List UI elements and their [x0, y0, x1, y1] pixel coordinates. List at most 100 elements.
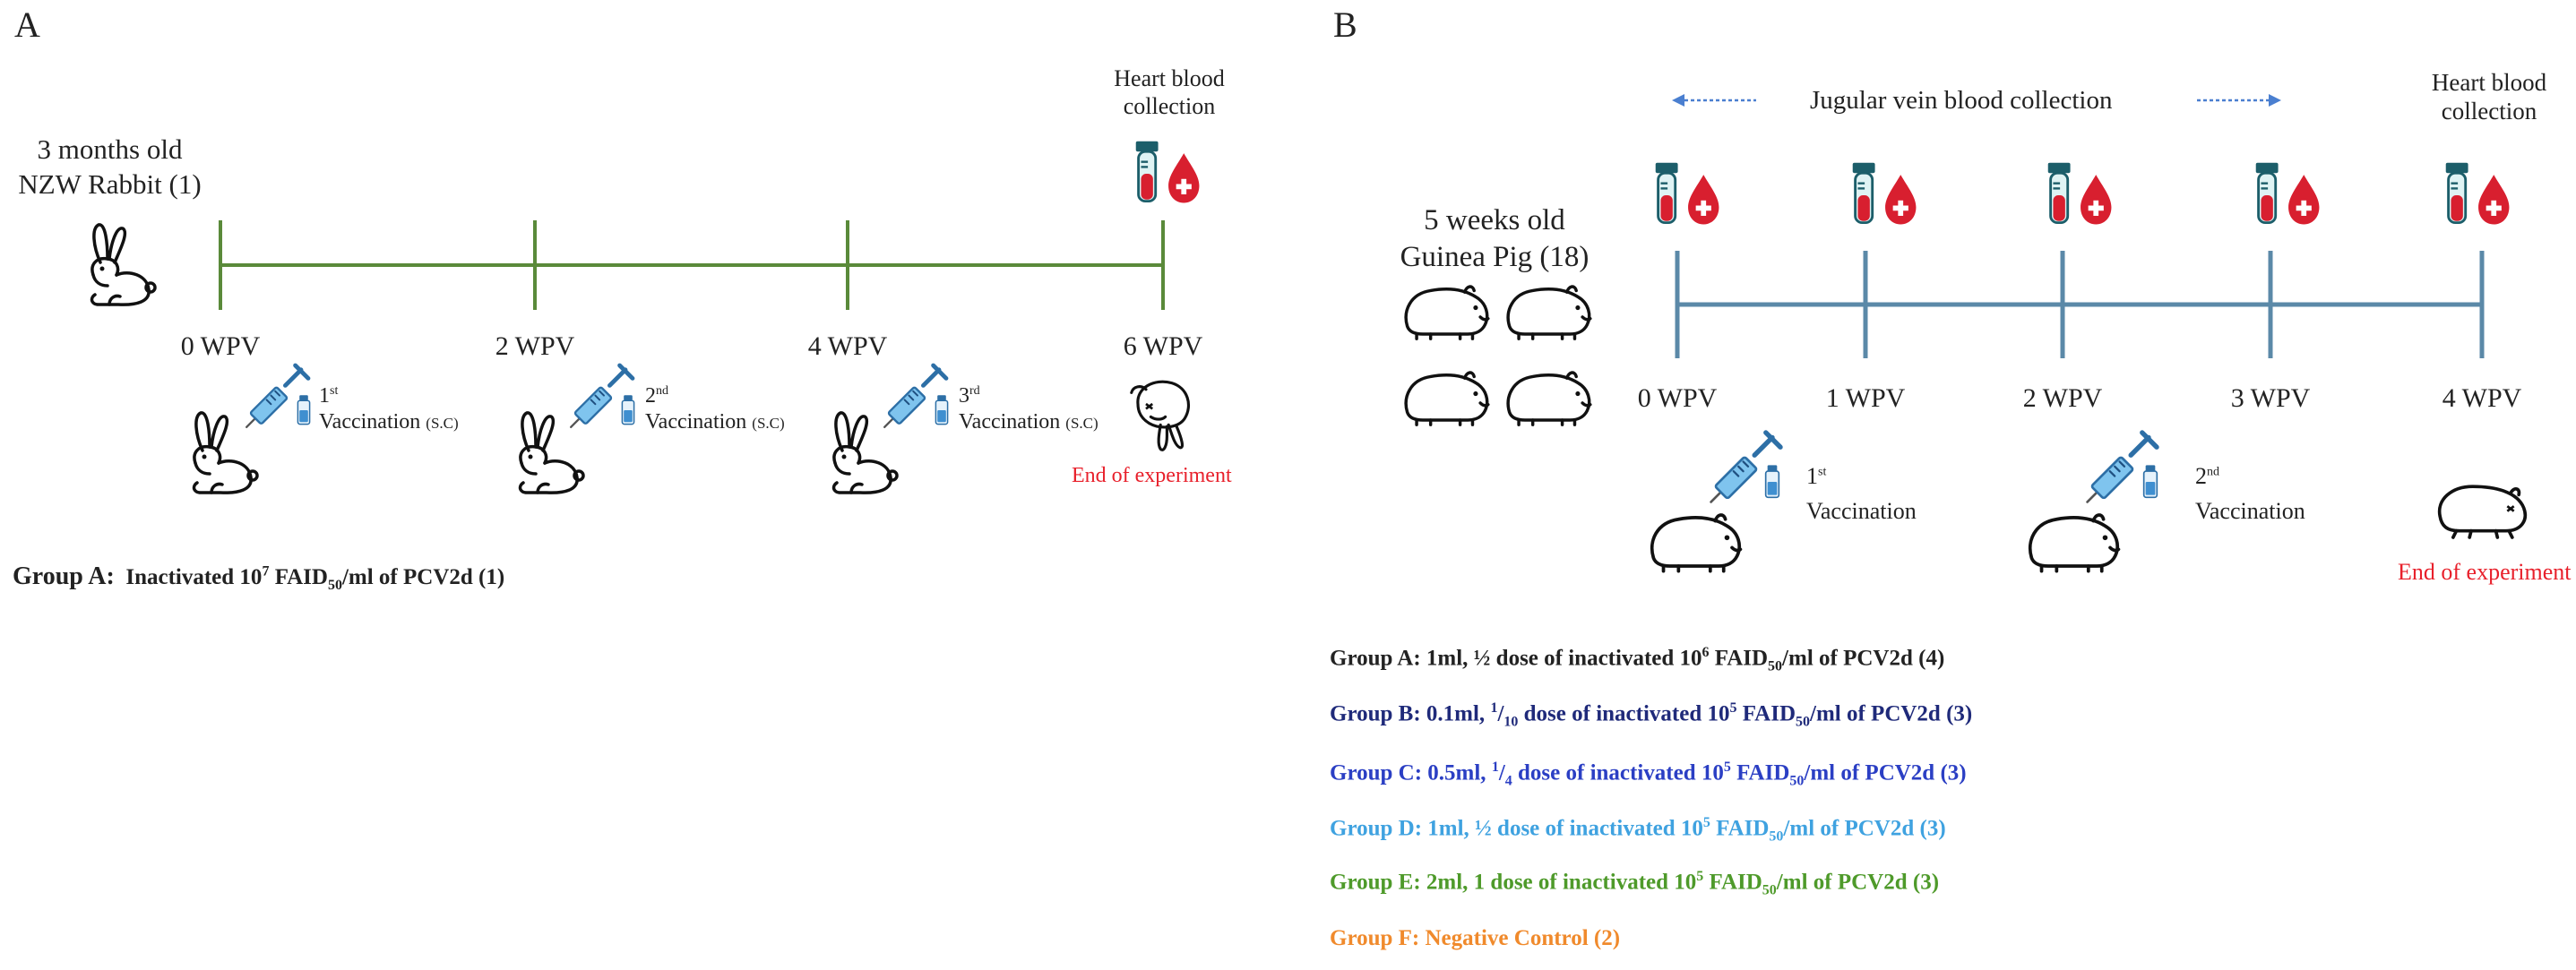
tick-label-1: 2 WPV — [495, 331, 575, 361]
group-prefix: Group E: — [1330, 870, 1426, 895]
group-text: dose of inactivated 10 — [1512, 760, 1724, 785]
group-exponent: 7 — [262, 563, 270, 579]
group-text: FAID — [1710, 816, 1770, 841]
right-dashed-arrow — [2197, 94, 2281, 107]
guinea-pig-icon — [1645, 507, 1745, 575]
jugular-label: Jugular vein blood collection — [1810, 86, 2113, 115]
group-text: /ml of PCV2d (1) — [341, 565, 505, 589]
group-text: /ml of PCV2d (4) — [1782, 646, 1945, 671]
group-text: 1ml, ½ dose of inactivated 10 — [1427, 816, 1703, 841]
group-text: /ml of PCV2d (3) — [1804, 760, 1967, 785]
vaccination-ordinal-suffix: st — [330, 384, 339, 398]
panel-b-group-f: Group F: Negative Control (2) — [1330, 926, 1620, 951]
panel-b-group-b: Group B: 0.1ml, 1/10 dose of inactivated… — [1330, 700, 1973, 730]
tick-label-4: 4 WPV — [2442, 383, 2522, 413]
tick-label-3: 6 WPV — [1123, 331, 1203, 361]
fraction-denominator: 4 — [1504, 773, 1512, 789]
fraction-numerator: 1 — [1490, 700, 1498, 716]
group-exponent: 5 — [1696, 869, 1704, 884]
panel-a-timeline — [219, 220, 1165, 310]
group-subscript: 50 — [1796, 714, 1811, 730]
group-prefix: Group F: — [1330, 926, 1426, 950]
vaccination-ordinal: 1 — [319, 384, 330, 408]
group-text: 1ml, ½ dose of inactivated 10 — [1426, 646, 1702, 671]
panel-b-heart-label: Heart blood collection — [2399, 68, 2576, 126]
end-of-experiment-label: End of experiment — [2398, 559, 2572, 585]
vial-icon — [296, 394, 312, 426]
vial-icon — [1763, 464, 1781, 500]
group-subscript: 50 — [1768, 658, 1783, 674]
heart-line-1: Heart blood — [1114, 65, 1225, 91]
group-text: FAID — [1736, 701, 1796, 726]
panel-b-group-a: Group A: 1ml, ½ dose of inactivated 106 … — [1330, 645, 1944, 674]
vaccination-ordinal: 3 — [959, 384, 969, 408]
panel-b-subject-label: 5 weeks old Guinea Pig (18) — [1387, 202, 1602, 277]
group-text: 0.1ml, — [1426, 701, 1491, 726]
vaccination-ordinal: 2 — [2195, 463, 2207, 489]
guinea-pig-icon — [1400, 365, 1493, 428]
guinea-pig-icon — [1502, 279, 1595, 342]
vaccination-ordinal-suffix: nd — [2207, 465, 2219, 479]
group-prefix: Group A: — [13, 562, 115, 590]
blood-collection-icon — [2043, 158, 2120, 235]
panel-b-timeline — [1675, 251, 2485, 358]
group-text: dose of inactivated 10 — [1518, 701, 1730, 726]
group-subscript: 50 — [1762, 882, 1777, 898]
vaccination-route: (S.C) — [752, 414, 785, 432]
dead-rabbit-icon — [1122, 367, 1202, 457]
tick-label-2: 4 WPV — [807, 331, 888, 361]
subject-line-1: 3 months old — [37, 133, 183, 165]
vaccination-ordinal-suffix: rd — [969, 384, 980, 398]
panel-b-letter: B — [1333, 4, 1357, 45]
heart-line-2: collection — [2441, 98, 2537, 125]
vaccination-label: 3rd Vaccination (S.C) — [959, 383, 1098, 435]
vaccination-ordinal-suffix: nd — [656, 384, 668, 398]
blood-collection-icon — [2251, 158, 2328, 235]
vial-icon — [2141, 464, 2159, 500]
group-subscript: 50 — [1769, 828, 1784, 845]
end-of-experiment-label: End of experiment — [1072, 464, 1232, 487]
dead-guinea-pig-icon — [2432, 475, 2530, 541]
panel-b-group-e: Group E: 2ml, 1 dose of inactivated 105 … — [1330, 869, 1939, 898]
panel-a-subject-label: 3 months old NZW Rabbit (1) — [9, 133, 211, 202]
group-prefix: Group C: — [1330, 760, 1428, 785]
group-exponent: 5 — [1729, 700, 1737, 716]
fraction-numerator: 1 — [1491, 760, 1499, 775]
group-text: 2ml, 1 dose of inactivated 10 — [1426, 870, 1697, 895]
vaccination-ordinal-suffix: st — [1818, 465, 1827, 479]
vaccination-text: Vaccination — [1806, 498, 1917, 525]
group-exponent: 5 — [1723, 760, 1731, 775]
group-text: /ml of PCV2d (3) — [1776, 870, 1940, 895]
panel-a-heart-label: Heart blood collection — [1080, 64, 1259, 120]
group-text: FAID — [269, 565, 328, 589]
heart-line-2: collection — [1123, 93, 1216, 120]
tick-label-0: 0 WPV — [1637, 383, 1718, 413]
tick-label-2: 2 WPV — [2022, 383, 2103, 413]
tick-label-1: 1 WPV — [1825, 383, 1906, 413]
group-text: Inactivated 10 — [125, 565, 263, 589]
vaccination-label: 2nd Vaccination (S.C) — [645, 383, 785, 435]
blood-collection-icon — [1848, 158, 1925, 235]
guinea-pig-icon — [1400, 279, 1493, 342]
vaccination-ordinal: 1 — [1806, 463, 1818, 489]
guinea-pig-icon — [1502, 365, 1595, 428]
group-text: FAID — [1730, 760, 1790, 785]
vial-icon — [620, 394, 636, 426]
vaccination-ordinal: 2 — [645, 384, 656, 408]
fraction-denominator: 10 — [1503, 714, 1519, 730]
vaccination-label: 2nd Vaccination — [2195, 462, 2305, 525]
guinea-pig-icon — [2023, 507, 2124, 575]
left-dashed-arrow — [1672, 94, 1756, 107]
subject-line-2: Guinea Pig (18) — [1400, 241, 1590, 274]
panel-b-group-c: Group C: 0.5ml, 1/4 dose of inactivated … — [1330, 760, 1967, 789]
blood-collection-icon — [1650, 158, 1727, 235]
group-text: 0.5ml, — [1427, 760, 1492, 785]
vaccination-label: 1st Vaccination — [1806, 462, 1917, 525]
vaccination-route: (S.C) — [1065, 414, 1098, 432]
group-prefix: Group A: — [1330, 646, 1426, 671]
subject-line-1: 5 weeks old — [1424, 204, 1565, 236]
vaccination-text: Vaccination — [645, 409, 747, 433]
tick-label-3: 3 WPV — [2230, 383, 2311, 413]
group-subscript: 50 — [1789, 773, 1805, 789]
subject-line-2: NZW Rabbit (1) — [18, 167, 202, 200]
